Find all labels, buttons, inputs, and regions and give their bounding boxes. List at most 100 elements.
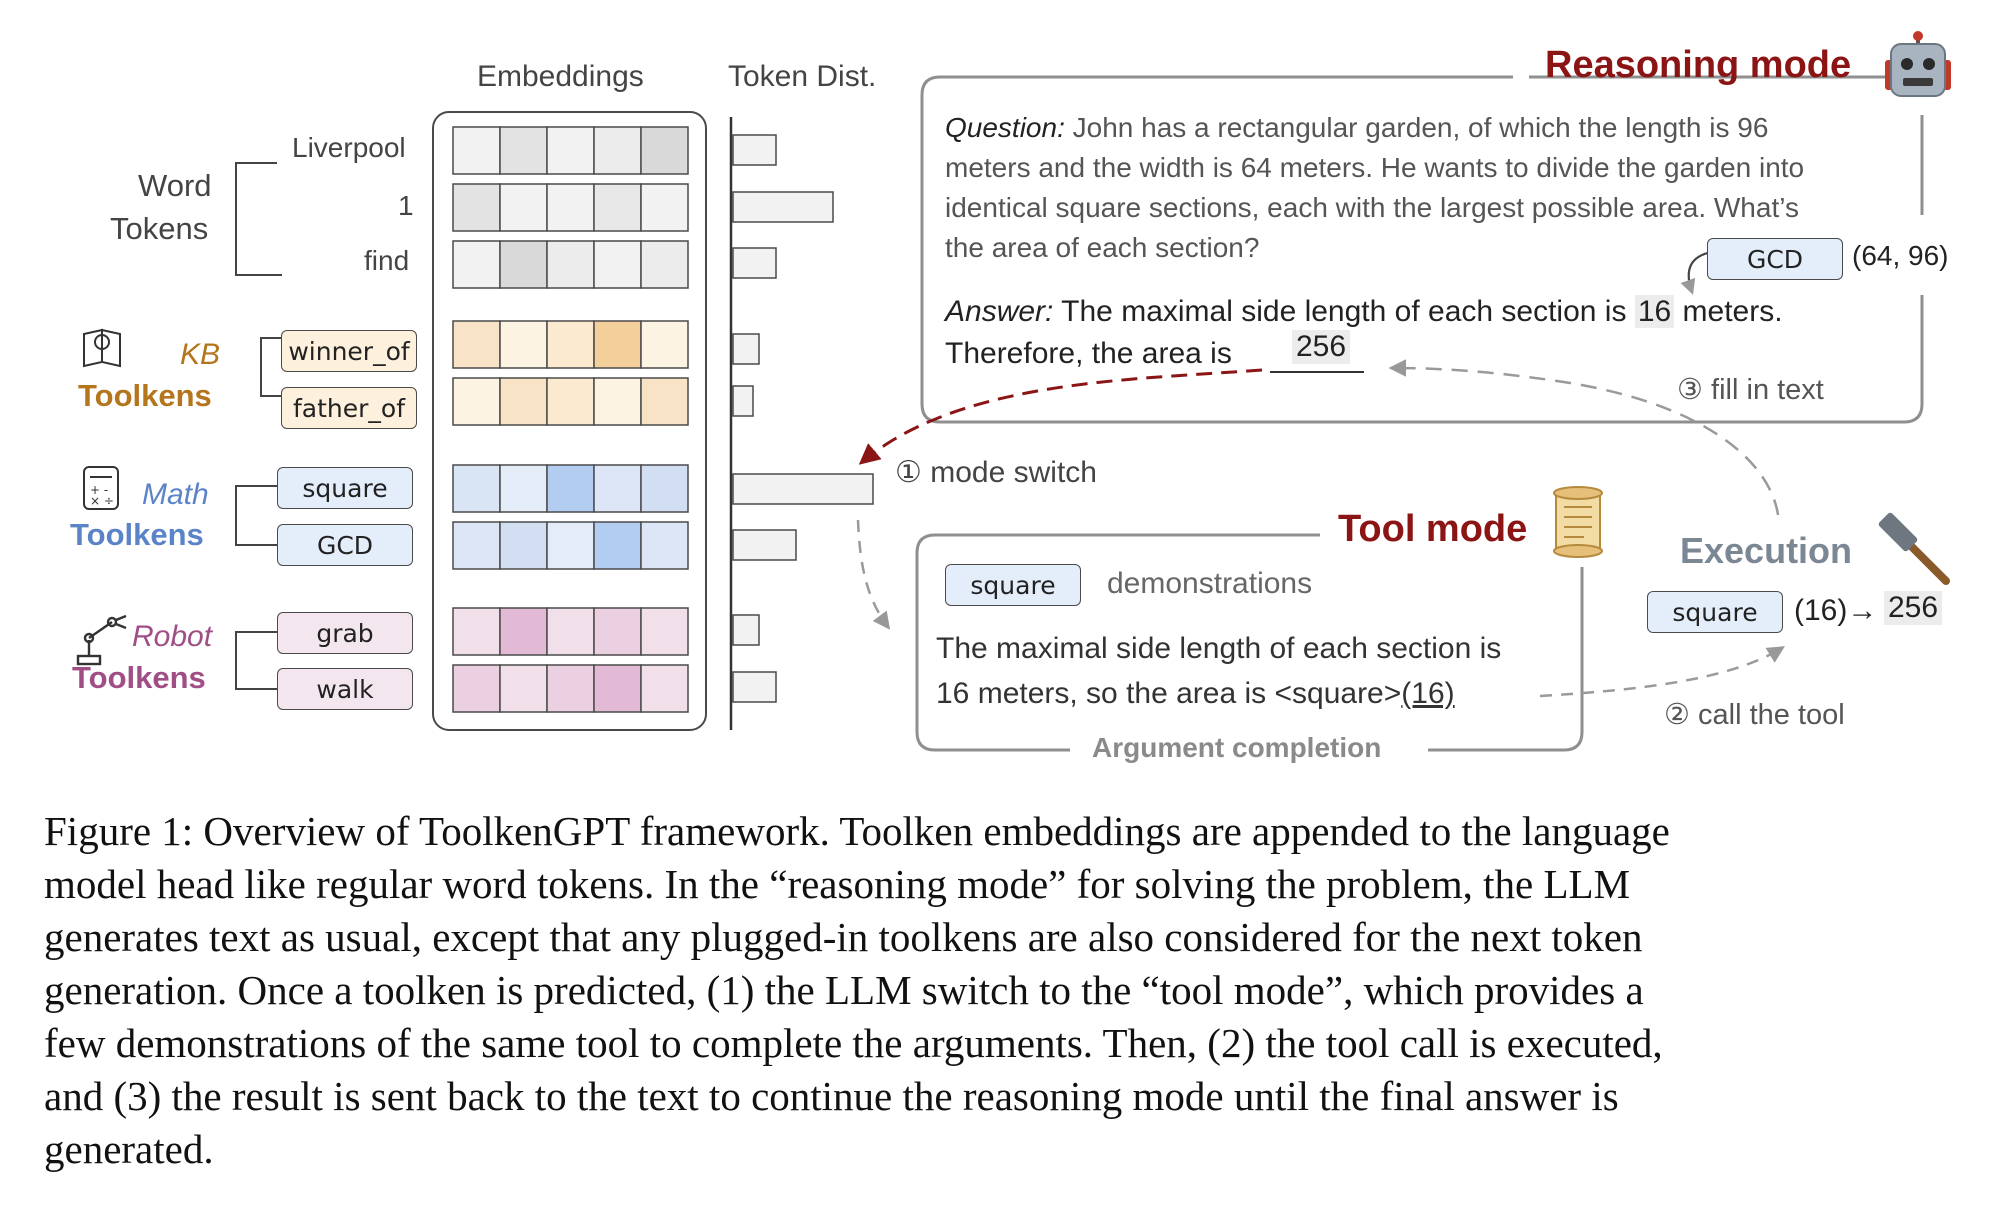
tool-line-2-prefix: 16 meters, so the area is <square>: [936, 677, 1402, 710]
embeddings-header: Embeddings: [477, 60, 644, 93]
robot-label: Robot: [132, 620, 213, 653]
mode-switch-arrow: [858, 368, 1263, 465]
step-call-tool: ② call the tool: [1664, 699, 1845, 731]
embedding-cell: [546, 664, 595, 713]
answer-label: Answer:: [945, 295, 1054, 328]
to-tool-arrow: [856, 519, 891, 630]
tool-square-token: square: [945, 564, 1081, 606]
token-dist-header: Token Dist.: [728, 60, 877, 93]
kb-icon: [83, 328, 121, 368]
embedding-cell: [593, 183, 642, 232]
step-fill-text: ③ fill in text: [1677, 374, 1824, 406]
step-mode-switch: ① mode switch: [895, 456, 1097, 489]
embedding-cell: [593, 320, 642, 369]
math-toolkens-label: Toolkens: [70, 517, 204, 552]
answer-result: 256: [1292, 330, 1351, 364]
embedding-cell: [593, 521, 642, 570]
toolken-square: square: [277, 467, 413, 509]
embedding-cell: [546, 377, 595, 426]
answer-line-2: Therefore, the area is: [945, 337, 1232, 370]
embedding-cell: [499, 320, 548, 369]
embedding-cell: [640, 126, 689, 175]
reasoning-question: Question: John has a rectangular garden,…: [945, 108, 1905, 268]
embedding-cell: [452, 521, 501, 570]
tool-mode-title: Tool mode: [1338, 508, 1528, 550]
embedding-cell: [499, 664, 548, 713]
calculator-icon: + - × ÷: [83, 466, 119, 510]
answer-line-1: Answer: The maximal side length of each …: [945, 295, 1783, 329]
kb-label: KB: [180, 338, 221, 371]
answer-text: The maximal side length of each section …: [1061, 295, 1627, 328]
execution-result: 256: [1884, 591, 1943, 625]
svg-text:+ -: + -: [90, 483, 108, 497]
token-dist-bars: [732, 134, 874, 703]
answer-value: 16: [1634, 295, 1675, 328]
embedding-cell: [546, 240, 595, 289]
embedding-cell: [452, 464, 501, 513]
execution-call: (16)→: [1794, 594, 1878, 627]
figure-caption: Figure 1: Overview of ToolkenGPT framewo…: [44, 805, 1964, 1176]
toolken-winner-of: winner_of: [281, 330, 417, 372]
toolken-father-of: father_of: [281, 387, 417, 429]
question-line-3: identical square sections, each with the…: [945, 192, 1799, 223]
gcd-args: (64, 96): [1852, 240, 1949, 271]
word-token-liverpool: Liverpool: [292, 132, 406, 163]
question-line-1: John has a rectangular garden, of which …: [1072, 112, 1769, 143]
word-group-label-line2: Tokens: [110, 211, 209, 246]
argument-completion-label: Argument completion: [1092, 732, 1382, 763]
caption-line: and (3) the result is sent back to the t…: [44, 1073, 1619, 1119]
embedding-cell: [452, 377, 501, 426]
tool-line-2-arg: (16): [1401, 677, 1455, 710]
question-label: Question:: [945, 112, 1065, 143]
embedding-cell: [452, 320, 501, 369]
tool-demonstrations: demonstrations: [1107, 567, 1313, 600]
token-dist-bar: [732, 529, 797, 561]
embedding-cell: [593, 607, 642, 656]
caption-line: generates text as usual, except that any…: [44, 914, 1643, 960]
question-line-4: the area of each section?: [945, 232, 1260, 263]
embedding-cell: [640, 320, 689, 369]
robot-toolkens-label: Toolkens: [72, 660, 206, 695]
word-group-label-line1: Word: [138, 168, 212, 203]
caption-line: Figure 1: Overview of ToolkenGPT framewo…: [44, 808, 1670, 854]
embedding-cell: [546, 464, 595, 513]
embedding-cell: [593, 240, 642, 289]
embedding-cell: [499, 240, 548, 289]
caption-line: generated.: [44, 1126, 214, 1172]
gcd-token: GCD: [1707, 238, 1843, 280]
group-brackets: [235, 162, 282, 690]
robot-bracket: [235, 631, 277, 690]
math-bracket: [235, 485, 277, 546]
scroll-icon: [1553, 486, 1603, 558]
embedding-cell: [452, 664, 501, 713]
caption-line: generation. Once a toolken is predicted,…: [44, 967, 1644, 1013]
execution-square-token: square: [1647, 591, 1783, 633]
question-line-2: meters and the width is 64 meters. He wa…: [945, 152, 1805, 183]
token-dist-bar: [732, 614, 760, 646]
hammer-icon: [1878, 512, 1950, 585]
embedding-cell: [452, 240, 501, 289]
tool-line-1: The maximal side length of each section …: [936, 632, 1502, 665]
embedding-cell: [640, 464, 689, 513]
embedding-cell: [546, 320, 595, 369]
kb-bracket: [260, 337, 281, 397]
embedding-cell: [593, 464, 642, 513]
embedding-cell: [593, 377, 642, 426]
toolken-walk: walk: [277, 668, 413, 710]
word-token-1: 1: [398, 190, 414, 221]
embedding-cell: [499, 377, 548, 426]
token-dist-bar: [732, 191, 834, 223]
embedding-cell: [546, 126, 595, 175]
word-token-find: find: [364, 245, 410, 276]
embedding-cell: [452, 183, 501, 232]
embedding-cell: [452, 126, 501, 175]
fill-text-arrow: [1388, 359, 1780, 516]
reasoning-box: [920, 75, 1924, 424]
word-bracket: [235, 162, 282, 276]
caption-line: model head like regular word tokens. In …: [44, 861, 1631, 907]
kb-toolkens-label: Toolkens: [78, 378, 212, 413]
embedding-cell: [640, 664, 689, 713]
embedding-cell: [640, 183, 689, 232]
embedding-cell: [546, 183, 595, 232]
token-dist-bar: [732, 134, 777, 166]
